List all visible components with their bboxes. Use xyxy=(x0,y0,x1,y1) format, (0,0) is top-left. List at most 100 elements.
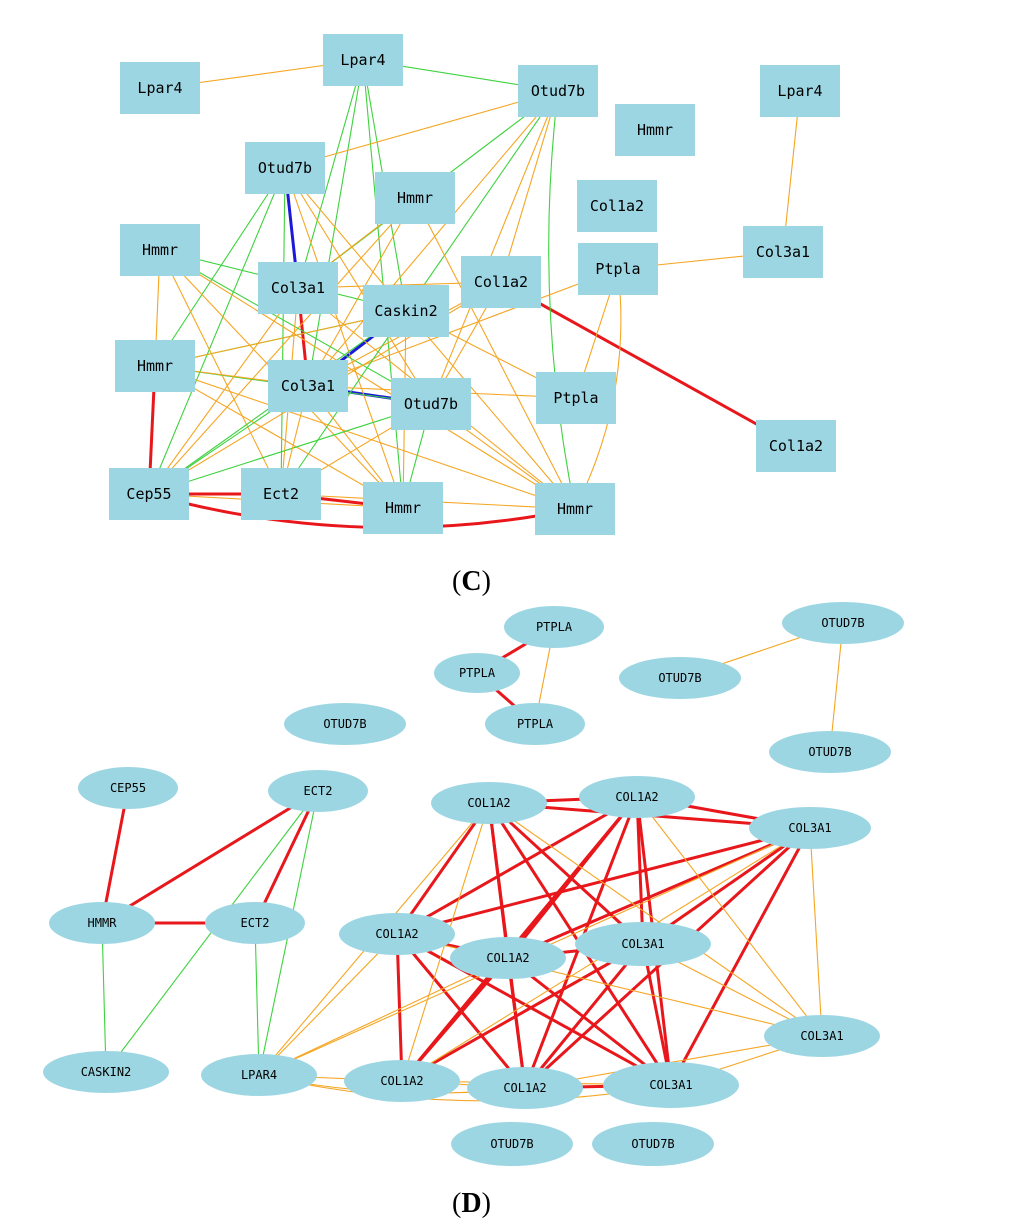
panel-c-node-col1a2[interactable]: Col1a2 xyxy=(756,420,836,472)
panel-c-edge-green-20 xyxy=(548,90,576,510)
panel-d-edge-orange-46 xyxy=(488,802,823,1037)
node-box xyxy=(375,172,455,224)
panel-c-node-cep55[interactable]: Cep55 xyxy=(109,468,189,520)
node-label: OTUD7B xyxy=(490,1137,533,1151)
node-box xyxy=(241,468,321,520)
panel-c-node-lpar4[interactable]: Lpar4 xyxy=(760,65,840,117)
panel-c-edge-green-19 xyxy=(405,90,559,312)
panel-d-node-otud7b[interactable]: OTUD7B xyxy=(284,703,406,745)
panel-c-node-col3a1[interactable]: Col3a1 xyxy=(743,226,823,278)
panel-d-node-col1a2[interactable]: COL1A2 xyxy=(467,1067,583,1109)
node-box xyxy=(536,372,616,424)
node-label: Lpar4 xyxy=(777,82,822,100)
panel-d-node-ect2[interactable]: ECT2 xyxy=(205,902,305,944)
node-box xyxy=(391,378,471,430)
node-ellipse xyxy=(205,902,305,944)
node-label: OTUD7B xyxy=(323,717,366,731)
panel-c-node-lpar4[interactable]: Lpar4 xyxy=(323,34,403,86)
panel-d-node-cep55[interactable]: CEP55 xyxy=(78,767,178,809)
node-box xyxy=(245,142,325,194)
panel-c-node-ptpla[interactable]: Ptpla xyxy=(536,372,616,424)
node-label: Hmmr xyxy=(385,499,421,517)
node-label: Col3a1 xyxy=(271,279,325,297)
node-label: Otud7b xyxy=(531,82,585,100)
node-box xyxy=(268,360,348,412)
node-label: OTUD7B xyxy=(808,745,851,759)
panel-d-node-otud7b[interactable]: OTUD7B xyxy=(592,1122,714,1166)
panel-c-node-hmmr[interactable]: Hmmr xyxy=(615,104,695,156)
panel-d-node-caskin2[interactable]: CASKIN2 xyxy=(43,1051,169,1093)
panel-d-node-col1a2[interactable]: COL1A2 xyxy=(339,913,455,955)
panel-d-node-col3a1[interactable]: COL3A1 xyxy=(575,922,711,966)
node-label: ECT2 xyxy=(241,916,270,930)
panel-d-node-ptpla[interactable]: PTPLA xyxy=(434,653,520,693)
panel-d-node-col3a1[interactable]: COL3A1 xyxy=(603,1062,739,1108)
panel-d-node-otud7b[interactable]: OTUD7B xyxy=(769,731,891,773)
panel-d-edge-green-10 xyxy=(101,922,107,1073)
panel-c-node-col3a1[interactable]: Col3a1 xyxy=(268,360,348,412)
node-label: LPAR4 xyxy=(241,1068,277,1082)
panel-c-node-col1a2[interactable]: Col1a2 xyxy=(461,256,541,308)
panel-d-node-otud7b[interactable]: OTUD7B xyxy=(619,657,741,699)
node-ellipse xyxy=(339,913,455,955)
node-ellipse xyxy=(749,807,871,849)
node-label: Lpar4 xyxy=(340,51,385,69)
panel-c-node-col3a1[interactable]: Col3a1 xyxy=(258,262,338,314)
panel-d-node-otud7b[interactable]: OTUD7B xyxy=(451,1122,573,1166)
node-box xyxy=(120,224,200,276)
node-ellipse xyxy=(450,937,566,979)
panel-d-edge-orange-47 xyxy=(636,796,823,1037)
panel-c-node-ect2[interactable]: Ect2 xyxy=(241,468,321,520)
panel-d-edge-orange-50 xyxy=(396,933,823,1037)
panel-d-node-col1a2[interactable]: COL1A2 xyxy=(450,937,566,979)
panel-c-node-caskin2[interactable]: Caskin2 xyxy=(363,285,449,337)
panel-d-node-ptpla[interactable]: PTPLA xyxy=(485,703,585,745)
panel-c-edge-green-28 xyxy=(280,167,286,495)
panel-d-node-col1a2[interactable]: COL1A2 xyxy=(344,1060,460,1102)
panel-c-node-col1a2[interactable]: Col1a2 xyxy=(577,180,657,232)
node-label: Ect2 xyxy=(263,485,299,503)
panel-d-edge-orange-56 xyxy=(258,933,398,1076)
panel-c-node-hmmr[interactable]: Hmmr xyxy=(363,482,443,534)
panel-c-edge-orange-58 xyxy=(154,365,576,510)
panel-d-node-lpar4[interactable]: LPAR4 xyxy=(201,1054,317,1096)
node-ellipse xyxy=(431,782,547,824)
panel-c-node-lpar4[interactable]: Lpar4 xyxy=(120,62,200,114)
panel-c-node-ptpla[interactable]: Ptpla xyxy=(578,243,658,295)
panel-d-node-col3a1[interactable]: COL3A1 xyxy=(749,807,871,849)
node-box xyxy=(756,420,836,472)
node-ellipse xyxy=(603,1062,739,1108)
panel-d-node-col1a2[interactable]: COL1A2 xyxy=(431,782,547,824)
node-ellipse xyxy=(575,922,711,966)
panel-d-node-otud7b[interactable]: OTUD7B xyxy=(782,602,904,644)
node-ellipse xyxy=(504,606,604,648)
node-label: Col1a2 xyxy=(769,437,823,455)
panel-d-node-ptpla[interactable]: PTPLA xyxy=(504,606,604,648)
panel-d-node-col3a1[interactable]: COL3A1 xyxy=(764,1015,880,1057)
node-box xyxy=(578,243,658,295)
node-label: CASKIN2 xyxy=(81,1065,132,1079)
panel-c-node-otud7b[interactable]: Otud7b xyxy=(245,142,325,194)
node-label: Col3a1 xyxy=(756,243,810,261)
node-box xyxy=(258,262,338,314)
panel-c-node-otud7b[interactable]: Otud7b xyxy=(518,65,598,117)
node-label: COL3A1 xyxy=(788,821,831,835)
panel-c-node-hmmr[interactable]: Hmmr xyxy=(535,483,615,535)
panel-c-node-hmmr[interactable]: Hmmr xyxy=(120,224,200,276)
node-ellipse xyxy=(579,776,695,818)
panel-d-node-hmmr[interactable]: HMMR xyxy=(49,902,155,944)
node-label: ECT2 xyxy=(304,784,333,798)
node-ellipse xyxy=(201,1054,317,1096)
panel-d-edge-green-13 xyxy=(254,922,260,1076)
node-box xyxy=(743,226,823,278)
node-ellipse xyxy=(782,602,904,644)
panel-d-node-ect2[interactable]: ECT2 xyxy=(268,770,368,812)
panel-c-edge-orange-48 xyxy=(307,268,619,387)
panel-d-node-col1a2[interactable]: COL1A2 xyxy=(579,776,695,818)
panel-c-node-otud7b[interactable]: Otud7b xyxy=(391,378,471,430)
node-ellipse xyxy=(49,902,155,944)
panel-c-node-hmmr[interactable]: Hmmr xyxy=(115,340,195,392)
panel-c-node-hmmr[interactable]: Hmmr xyxy=(375,172,455,224)
panel-label-c: (C) xyxy=(452,566,491,597)
